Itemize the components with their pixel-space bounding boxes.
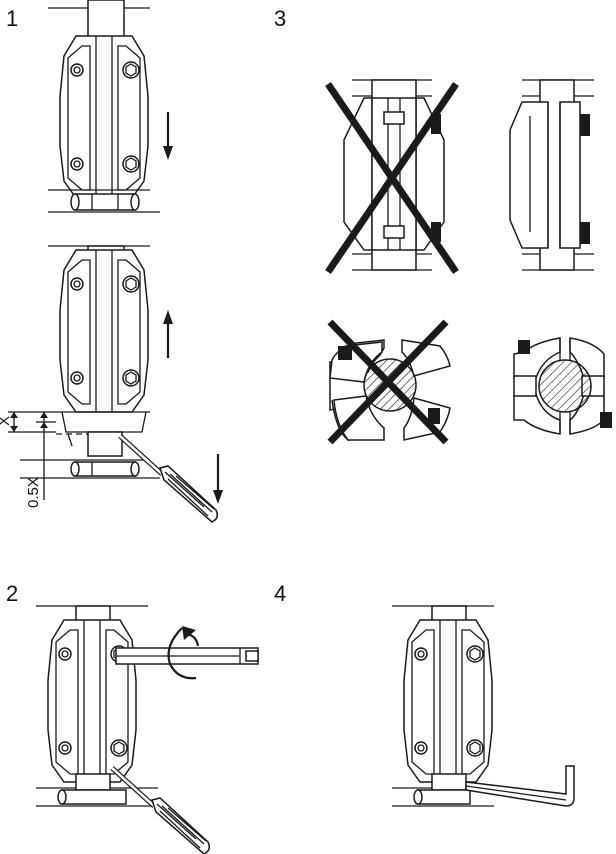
up-arrow-icon: [163, 310, 173, 358]
wrong-cross-icon: [325, 82, 459, 274]
down-arrow-icon: [213, 454, 223, 504]
screwdriver-icon: [120, 436, 217, 522]
gap-dimension: X: [0, 412, 56, 433]
step4-clamp: [392, 605, 494, 807]
hex-key-icon: [465, 765, 575, 807]
down-arrow-icon: [163, 112, 173, 160]
hex-key-icon: [115, 647, 259, 665]
screwdriver-icon: [112, 768, 209, 854]
step1-clamp-bottom: [8, 245, 160, 479]
step-number-4: 4: [274, 581, 286, 606]
wrong-cross-icon: [327, 319, 449, 445]
step-number-2: 2: [6, 581, 18, 606]
step2-clamp: [36, 605, 158, 807]
rotation-arrow-icon: [167, 626, 200, 680]
step1-clamp-top: [48, 0, 160, 213]
offset-label: 0.5X: [25, 477, 42, 508]
step-number-1: 1: [6, 6, 18, 31]
step-number-3: 3: [274, 6, 286, 31]
step3-correct-top-view: [513, 337, 612, 435]
gap-label: X: [0, 416, 13, 426]
offset-dimension: 0.5X: [25, 412, 56, 508]
step3-correct-side-view: [509, 79, 594, 271]
